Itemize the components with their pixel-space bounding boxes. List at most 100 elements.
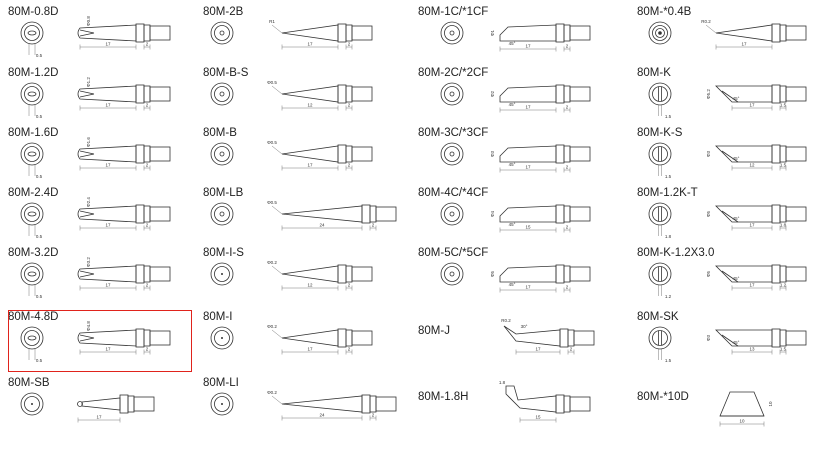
dimension-text: 45° [509, 162, 516, 167]
dimension-text: 2 [372, 413, 375, 418]
dimension-text: 0.5 [36, 53, 43, 58]
dimension-text: 2 [566, 105, 569, 110]
tip-model-label: 80M-K-1.2X3.0 [637, 247, 715, 259]
dimension-text: 2 [372, 223, 375, 228]
tip-body [715, 265, 773, 283]
dimension-text: 0.5 [36, 114, 43, 119]
tip-body [281, 205, 363, 223]
dimension-text: Φ1.6 [86, 137, 91, 147]
tip-model-label: 80M-LB [203, 187, 244, 199]
dimension-text: 24 [319, 413, 325, 418]
tip-model-label: 80M-0.8D [8, 6, 59, 18]
tip-body [499, 205, 557, 223]
dimension-text: 12 [307, 103, 313, 108]
selection-highlight [8, 310, 192, 372]
face-outer-circle [210, 21, 234, 45]
tip-body [505, 385, 557, 413]
dimension-text: Φ0.5 [267, 80, 277, 85]
dimension-text: 1.2 [780, 283, 787, 288]
tip-body [81, 397, 121, 411]
dimension-text: 17 [105, 283, 111, 288]
dimension-text: 17 [96, 415, 102, 420]
dimension-text: 2 [146, 347, 149, 352]
face-outer-circle [20, 326, 44, 350]
dimension-text: 2 [348, 283, 351, 288]
dimension-text: Φ3 [490, 150, 495, 157]
dimension-text: 13 [749, 347, 755, 352]
tip-model-label: 80M-1.8H [418, 391, 469, 403]
face-outer-circle [440, 142, 464, 166]
dimension-text: 1.2 [665, 294, 672, 299]
dimension-text: 45° [509, 222, 516, 227]
dimension-text: 1.8 [780, 223, 787, 228]
dimension-text: 2 [566, 165, 569, 170]
dimension-text: 1.8 [665, 234, 672, 239]
tip-model-label: 80M-LI [203, 377, 239, 389]
tip-entry-80m-3c-3cf[interactable]: 17 2 45° Φ3 [440, 142, 591, 173]
dimension-text: 17 [525, 165, 531, 170]
dimension-text: 17 [749, 223, 755, 228]
dimension-text: 10 [739, 419, 745, 424]
tip-model-label: 80M-2.4D [8, 187, 59, 199]
face-outer-circle [210, 326, 234, 350]
tip-model-label: 80M-4C/*4CF [418, 187, 489, 199]
dimension-text: 1.5 [780, 347, 787, 352]
tip-model-label: 80M-3.2D [8, 247, 59, 259]
dimension-text: Φ4 [490, 210, 495, 217]
dimension-text: R0.2 [501, 318, 511, 323]
dimension-text: Φ3.2 [86, 257, 91, 267]
tip-model-label: 80M-I-S [203, 247, 244, 259]
dimension-text: 1.5 [780, 163, 787, 168]
tip-body [715, 329, 773, 347]
tip-body [281, 329, 339, 347]
dimension-text: Φ5 [706, 210, 711, 217]
tip-model-label: 80M-SB [8, 377, 50, 389]
face-outer-circle [20, 21, 44, 45]
tip-body [715, 24, 773, 42]
tip-entry-80m-1-8h[interactable]: 151.8 [499, 380, 591, 423]
dimension-text: 17 [525, 285, 531, 290]
dimension-text: 0.5 [36, 234, 43, 239]
tip-model-label: 80M-K [637, 67, 671, 79]
face-outer-circle [20, 82, 44, 106]
dimension-text: 2 [348, 347, 351, 352]
dimension-text: 17 [749, 103, 755, 108]
dimension-text: 2 [146, 163, 149, 168]
dimension-text: Φ2.4 [86, 197, 91, 207]
dimension-text: Φ0.5 [267, 140, 277, 145]
dimension-text: Φ4.8 [86, 321, 91, 331]
tip-entry-80m-sb[interactable]: 17 [20, 392, 155, 423]
dimension-text: 17 [525, 44, 531, 49]
dimension-text: 2 [566, 285, 569, 290]
tip-body [503, 325, 561, 347]
dimension-text: 17 [307, 347, 313, 352]
dimension-text: 45° [733, 276, 740, 281]
